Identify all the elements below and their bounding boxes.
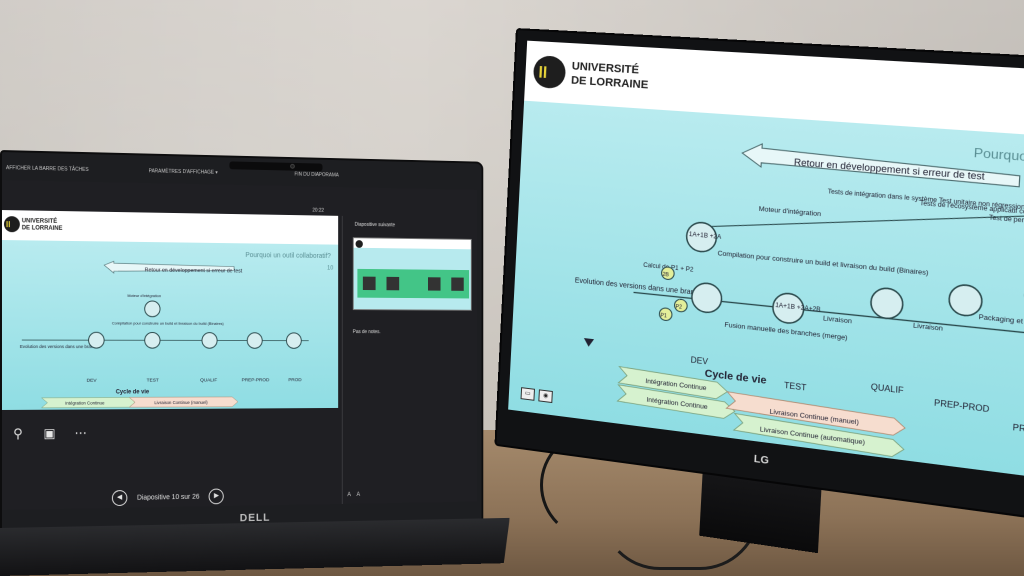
presenter-view: 20:22 Diapositive suivante ll UNIVERSITÉ…: [1, 180, 478, 510]
display-settings-button[interactable]: PARAMÈTRES D'AFFICHAGE ▾: [148, 168, 218, 176]
livraison-label-2: Livraison: [913, 322, 944, 333]
stage-qualif: QUALIF: [200, 377, 217, 383]
evolution-label: Evolution des versions dans une branche: [20, 344, 101, 349]
divider: [341, 215, 343, 504]
livraison-label: Livraison: [823, 315, 853, 326]
compilation-label: Compilation pour construire un build et …: [112, 320, 224, 325]
external-monitor: ll UNIVERSITÉ DE LORRAINE Pourquoi un Re…: [492, 28, 1024, 576]
stage-prod: PROD: [288, 377, 302, 383]
stage-dev: DEV: [690, 355, 709, 366]
slide-title: Pourquoi un: [973, 145, 1024, 166]
previous-slide-button[interactable]: ◀: [111, 490, 128, 507]
university-logo-icon: [532, 55, 567, 90]
slide-number: 10: [327, 266, 334, 272]
display-icon[interactable]: ▣: [43, 425, 56, 441]
font-size-controls: A A: [347, 492, 360, 498]
stage-prod: PROD: [1012, 423, 1024, 436]
stage-prep-prod: PREP-PROD: [242, 377, 270, 383]
logo-line2: DE LORRAINE: [22, 225, 63, 232]
lg-logo: LG: [753, 453, 770, 468]
svg-text:ll: ll: [538, 64, 548, 82]
logo-line1: UNIVERSITÉ: [572, 59, 640, 76]
svg-text:P1: P1: [660, 313, 667, 320]
calcul-label: Calcul de P1 + P2: [643, 263, 693, 274]
presenter-tools: ⚲ ▣ ⋯: [10, 425, 89, 442]
svg-text:1A+1B +2A: 1A+1B +2A: [689, 232, 722, 241]
logo-line2: DE LORRAINE: [571, 74, 649, 91]
slide-navigation: ◀ Diapositive 10 sur 26 ▶: [111, 488, 225, 507]
more-icon[interactable]: ⋯: [74, 425, 88, 441]
decrease-font-icon[interactable]: A: [356, 492, 361, 498]
slideshow-view[interactable]: ll UNIVERSITÉ DE LORRAINE Pourquoi un Re…: [508, 40, 1024, 480]
cycle-label: Cycle de vie: [116, 389, 150, 395]
stage-dev: DEV: [87, 378, 98, 384]
ci-label: Intégration Continue: [65, 400, 105, 405]
camera-icon[interactable]: ◉: [538, 389, 553, 404]
slide-counter: Diapositive 10 sur 26: [137, 493, 200, 502]
cd-manual-label: Livraison Continue (manuel): [154, 400, 208, 405]
svg-text:P2: P2: [675, 304, 682, 311]
stage-test: TEST: [147, 378, 159, 384]
svg-text:1A+1B +2A+2B: 1A+1B +2A+2B: [775, 303, 821, 314]
stage-qualif: QUALIF: [871, 382, 904, 395]
feedback-arrow: [104, 261, 234, 274]
next-slide-thumbnail[interactable]: [352, 237, 472, 311]
next-slide-label: Diapositive suivante: [354, 221, 396, 229]
next-slide-button[interactable]: ▶: [208, 488, 225, 505]
logo-line1: UNIVERSITÉ: [22, 216, 57, 225]
timer: 20:22: [312, 207, 324, 214]
end-slideshow-button[interactable]: FIN DU DIAPORAMA: [294, 171, 339, 179]
slide-title: Pourquoi un outil collaboratif?: [245, 252, 331, 260]
window-icon[interactable]: ▭: [520, 387, 535, 401]
laptop-lid: AFFICHER LA BARRE DES TÂCHES PARAMÈTRES …: [0, 150, 484, 530]
increase-font-icon[interactable]: A: [347, 492, 351, 499]
monitor-bezel: ll UNIVERSITÉ DE LORRAINE Pourquoi un Re…: [494, 28, 1024, 523]
search-icon[interactable]: ⚲: [13, 425, 23, 441]
progress-underline: [137, 507, 164, 510]
svg-text:ll: ll: [6, 220, 10, 229]
moteur-label: Moteur d'intégration: [127, 293, 161, 298]
laptop: AFFICHER LA BARRE DES TÂCHES PARAMÈTRES …: [0, 140, 510, 576]
feedback-arrow-label: Retour en développement si erreur de tes…: [145, 268, 243, 275]
current-slide[interactable]: ll UNIVERSITÉ DE LORRAINE Pourquoi un ou…: [1, 210, 339, 410]
notes: Pas de notes.: [352, 329, 381, 336]
show-taskbar-button[interactable]: AFFICHER LA BARRE DES TÂCHES: [5, 165, 89, 173]
university-logo-icon: [3, 216, 20, 233]
svg-text:2B: 2B: [662, 272, 669, 279]
stage-test: TEST: [784, 381, 807, 393]
